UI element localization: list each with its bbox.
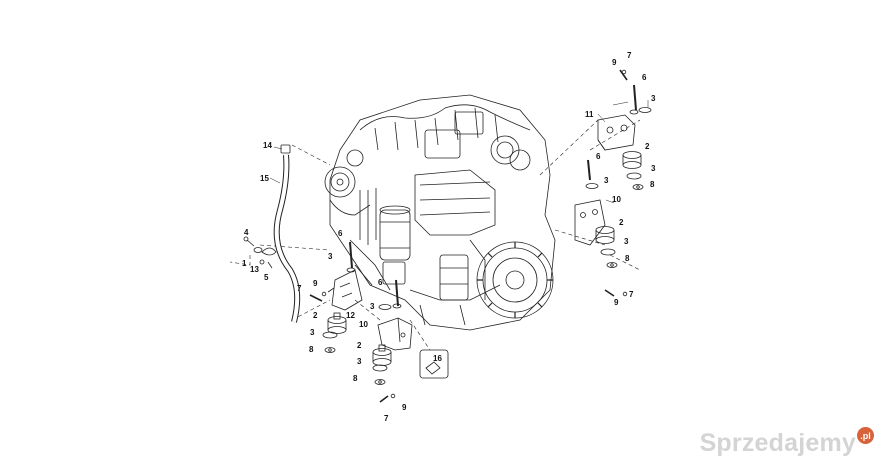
clamp-part-14 — [280, 144, 291, 154]
watermark-text: Sprzedajemy — [699, 429, 856, 457]
callout-6-right: 6 — [596, 152, 601, 161]
part-16-inset-box — [419, 349, 449, 379]
callout-9-right: 9 — [614, 298, 619, 307]
reference-lines — [229, 119, 641, 351]
callout-12: 12 — [346, 311, 355, 320]
callout-2-center: 2 — [357, 341, 362, 350]
callout-2-right-lower: 2 — [619, 218, 624, 227]
callout-8-center: 8 — [353, 374, 358, 383]
bracket-part-12 — [327, 269, 363, 311]
callout-3-right-top: 3 — [651, 164, 656, 173]
rubber-mount-right-lower — [595, 226, 615, 244]
callout-15: 15 — [260, 174, 269, 183]
callout-3-center-top: 3 — [370, 302, 375, 311]
callout-2-left: 2 — [313, 311, 318, 320]
callout-4: 4 — [244, 228, 249, 237]
callout-9-left: 9 — [313, 279, 318, 288]
callout-2-right-top: 2 — [645, 142, 650, 151]
callout-9-top: 9 — [612, 58, 617, 67]
callout-6-center: 6 — [378, 278, 383, 287]
callout-3-left-top: 3 — [328, 252, 333, 261]
callout-5: 5 — [264, 273, 269, 282]
callout-16: 16 — [433, 354, 442, 363]
callout-14: 14 — [263, 141, 272, 150]
callout-6-left: 6 — [338, 229, 343, 238]
callout-1: 1 — [242, 259, 247, 268]
callout-10-center: 10 — [359, 320, 368, 329]
callout-11: 11 — [585, 110, 594, 119]
callout-3-right-mid: 3 — [604, 176, 609, 185]
callout-7-right: 7 — [629, 290, 634, 299]
rubber-mount-right-top — [622, 151, 642, 169]
callout-13: 13 — [250, 265, 259, 274]
watermark-badge: .pl — [857, 427, 874, 444]
callout-7-top: 7 — [627, 51, 632, 60]
callout-6-top: 6 — [642, 73, 647, 82]
callout-7-bottom: 7 — [384, 414, 389, 423]
bracket-part-11 — [597, 114, 636, 151]
callout-3-right-lower: 3 — [624, 237, 629, 246]
callout-3-center-bottom: 3 — [357, 357, 362, 366]
bracket-part-10-right — [574, 199, 606, 246]
callout-9-bottom: 9 — [402, 403, 407, 412]
callout-3-left-bottom: 3 — [310, 328, 315, 337]
rubber-mount-center — [372, 344, 392, 366]
callout-7-left: 7 — [297, 284, 302, 293]
rubber-mount-left — [327, 312, 347, 334]
callout-8-right-lower: 8 — [625, 254, 630, 263]
callout-3-top: 3 — [651, 94, 656, 103]
callout-10-right: 10 — [612, 195, 621, 204]
callout-8-left: 8 — [309, 345, 314, 354]
watermark-logo: Sprzedajemy .pl — [699, 427, 874, 458]
clip-cluster-left — [243, 236, 277, 269]
engine-block — [324, 94, 556, 331]
callout-8-right-top: 8 — [650, 180, 655, 189]
